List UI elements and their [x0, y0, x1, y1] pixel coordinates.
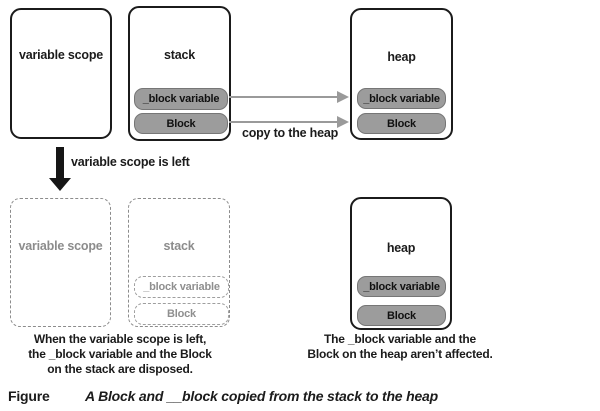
caption-line: The _block variable and the: [324, 332, 476, 346]
heap-unaffected-caption: The _block variable and the Block on the…: [288, 332, 512, 362]
disposed-block-variable-pill: _block variable: [134, 276, 229, 298]
heap-after-block-pill: Block: [357, 305, 446, 326]
variable-scope-label: variable scope: [18, 48, 104, 62]
disposed-stack-label: stack: [163, 239, 195, 253]
heap-block-variable-pill: _block variable: [357, 88, 446, 109]
caption-line: Block on the heap aren’t affected.: [307, 347, 493, 361]
heap-after-block-variable-pill: _block variable: [357, 276, 446, 297]
down-arrow-shaft-icon: [56, 147, 64, 179]
caption-line: on the stack are disposed.: [47, 362, 193, 376]
disposed-variable-scope-box: variable scope: [10, 198, 111, 327]
caption-line: the _block variable and the Block: [28, 347, 212, 361]
stack-block-pill: Block: [134, 113, 228, 134]
copy-to-heap-label: copy to the heap: [241, 126, 339, 140]
heap-block-pill: Block: [357, 113, 446, 134]
figure-caption: A Block and __block copied from the stac…: [85, 388, 438, 404]
copy-arrow-head-bottom-icon: [337, 116, 349, 128]
down-arrow-head-icon: [49, 178, 71, 191]
figure-label: Figure: [8, 388, 50, 404]
stack-label: stack: [164, 48, 195, 62]
copy-arrow-head-top-icon: [337, 91, 349, 103]
heap-label: heap: [387, 50, 416, 64]
disposed-block-pill: Block: [134, 303, 229, 325]
stack-disposed-caption: When the variable scope is left, the _bl…: [5, 332, 235, 377]
stack-block-variable-pill: _block variable: [134, 88, 228, 110]
copy-arrow-line-top: [229, 96, 338, 98]
variable-scope-box: variable scope: [10, 8, 112, 139]
caption-line: When the variable scope is left,: [33, 332, 207, 346]
heap-after-label: heap: [386, 241, 416, 255]
copy-arrow-line-bottom: [229, 121, 338, 123]
scope-left-label: variable scope is left: [71, 155, 190, 169]
disposed-variable-scope-label: variable scope: [18, 239, 103, 253]
